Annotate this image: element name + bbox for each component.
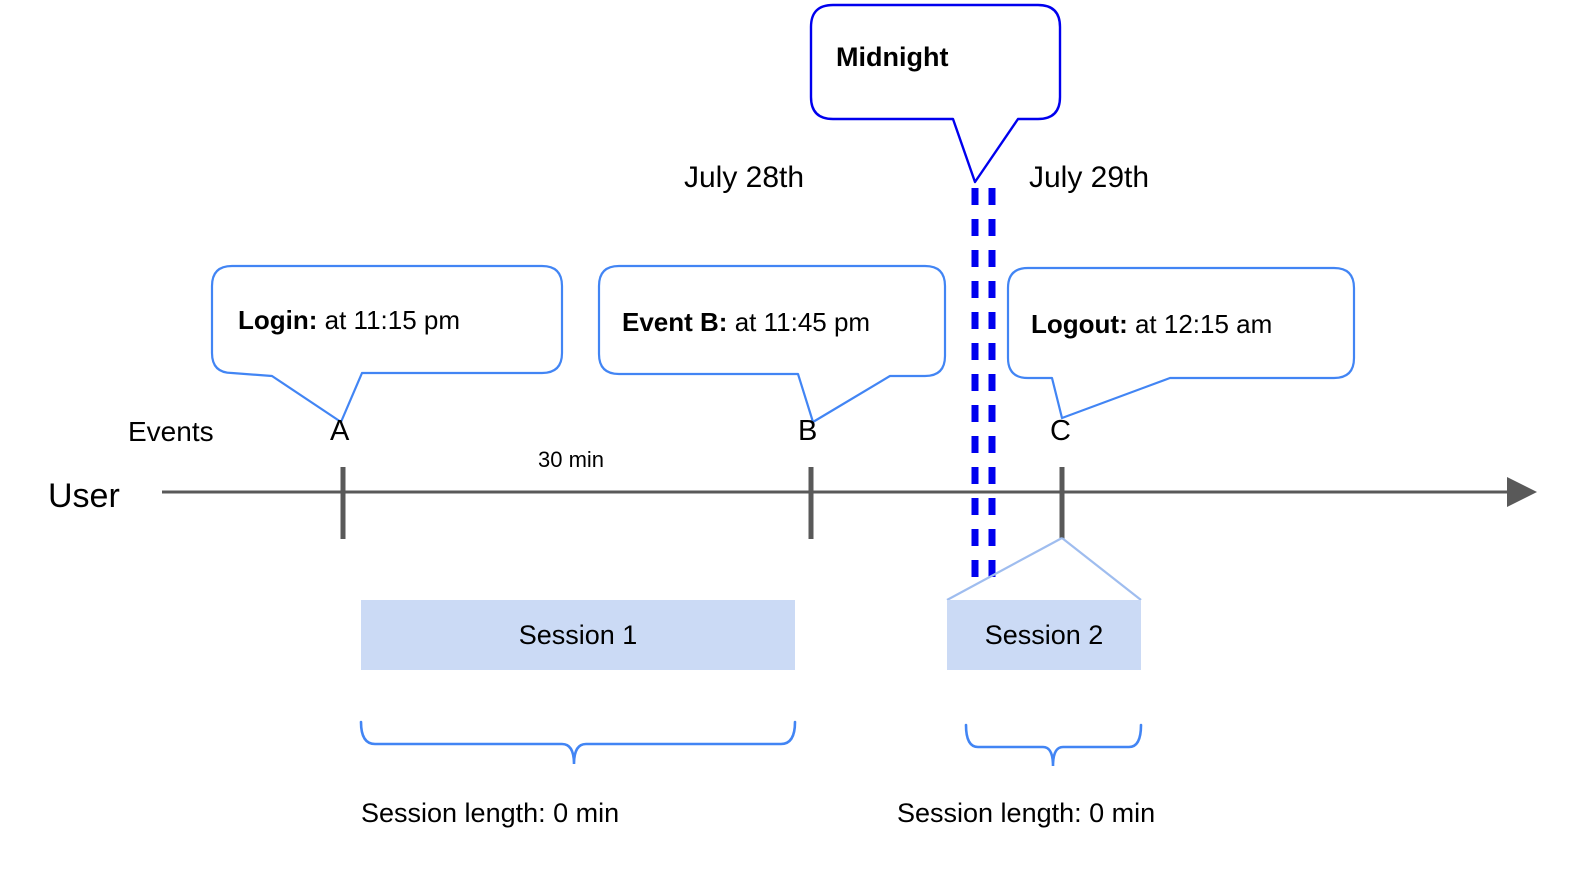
timeline-axis xyxy=(162,467,1537,539)
session-1-brace xyxy=(359,720,797,765)
interval-label-30min: 30 min xyxy=(538,447,605,472)
date-label-july-29: July 29th xyxy=(1029,161,1150,194)
eventb-callout-detail: at 11:45 pm xyxy=(727,307,871,337)
eventb-callout-label: Event B: at 11:45 pm xyxy=(622,307,870,338)
point-label-c: C xyxy=(1050,415,1071,447)
date-label-july-28: July 28th xyxy=(684,161,805,194)
login-callout-name: Login: xyxy=(238,305,318,335)
session2-funnel xyxy=(946,537,1142,601)
login-callout-label: Login: at 11:15 pm xyxy=(238,305,460,336)
logout-callout-detail: at 12:15 am xyxy=(1127,309,1273,339)
point-label-a: A xyxy=(330,415,350,447)
logout-callout-name: Logout: xyxy=(1031,309,1128,339)
eventb-callout-shape xyxy=(597,264,947,424)
midnight-callout-shape xyxy=(809,3,1062,184)
session-2-box xyxy=(947,600,1141,670)
axis-events-label: Events xyxy=(128,416,214,447)
eventb-callout-name: Event B: xyxy=(622,307,728,337)
session-1-length-label: Session length: 0 min xyxy=(361,798,620,828)
axis-user-label: User xyxy=(48,477,120,515)
point-label-b: B xyxy=(798,415,818,447)
session-1-box xyxy=(361,600,795,670)
login-callout-shape xyxy=(210,264,564,424)
session-2-label: Session 2 xyxy=(984,619,1104,650)
logout-callout-shape xyxy=(1006,266,1356,420)
login-callout-detail: at 11:15 pm xyxy=(317,305,461,335)
midnight-dashed-divider xyxy=(971,188,996,583)
session-2-brace xyxy=(964,723,1143,767)
session-1-label: Session 1 xyxy=(518,619,638,650)
logout-callout-label: Logout: at 12:15 am xyxy=(1031,309,1272,340)
midnight-callout-label: Midnight xyxy=(836,42,949,72)
session-2-length-label: Session length: 0 min xyxy=(897,798,1156,828)
